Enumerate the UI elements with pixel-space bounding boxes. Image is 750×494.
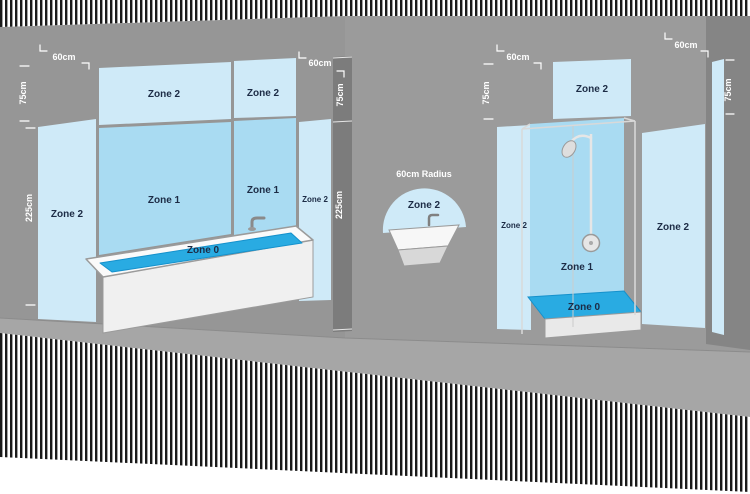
measure-width-shower: 60cm [506, 52, 529, 62]
zone2-panel-right-of-shower [642, 124, 705, 328]
measure-height-225-corner: 225cm [334, 191, 344, 219]
measure-tick-shower [483, 44, 542, 120]
zone2-sink-radius [382, 188, 466, 233]
corner-strip [333, 56, 352, 332]
measure-width-bath-left: 60cm [52, 52, 75, 62]
shower-valve-knob [589, 241, 593, 245]
measure-width-right: 60cm [674, 40, 697, 50]
zone2-panel-side-wall [712, 59, 724, 335]
zone2-panel-above-bath-right [234, 58, 296, 118]
zone-label-shower-tray: Zone 0 [568, 302, 601, 313]
measure-tick-bath-right [298, 51, 345, 78]
measure-height-75-left: 75cm [18, 81, 28, 104]
zone1-panel-above-bath-right [234, 118, 296, 236]
sink [388, 213, 460, 267]
zone-label-shower-interior: Zone 1 [561, 262, 594, 273]
zone-label-above-bath-right: Zone 2 [247, 88, 280, 99]
zone-label-right-of-shower: Zone 2 [657, 222, 690, 233]
zone-label-left-of-shower: Zone 2 [501, 221, 527, 230]
measure-height-75-shower: 75cm [481, 81, 491, 104]
zone-label-left-of-bath: Zone 2 [51, 209, 84, 220]
measure-sink-radius: 60cm Radius [396, 169, 452, 179]
measure-height-75-right: 75cm [723, 78, 733, 101]
sink-tap [427, 213, 440, 227]
bath-tap-base [248, 227, 256, 231]
shower-tray-front [544, 311, 642, 339]
top-hatch-band [0, 0, 750, 27]
bathtub [85, 216, 314, 334]
floor [0, 318, 750, 417]
zone-label-bath-wall-zone1-left: Zone 1 [148, 195, 181, 206]
zone-label-sink-radius: Zone 2 [408, 200, 441, 211]
sink-front [397, 245, 449, 267]
zone1-panel-above-bath-left [99, 122, 231, 255]
shower-glass-frame [521, 117, 636, 334]
shower-head [561, 140, 577, 158]
shower-enclosure [521, 117, 636, 334]
zone-label-bath-wall-zone1-right: Zone 1 [247, 185, 280, 196]
measure-tick-left-heights [19, 65, 36, 306]
zone2-panel-above-bath-left [99, 62, 231, 125]
measure-height-75-corner: 75cm [335, 83, 345, 106]
zone-label-right-of-bath: Zone 2 [302, 195, 328, 204]
zone2-panel-left-of-bath [38, 119, 96, 322]
zone1-panel-shower [530, 118, 624, 301]
zone-label-above-bath-left: Zone 2 [148, 89, 181, 100]
measure-tick-bath-left [39, 44, 90, 70]
zone0-bath-water [99, 232, 303, 273]
zone-label-bath-water: Zone 0 [187, 245, 220, 256]
corner-strip-ticks [332, 56, 353, 331]
bottom-hatch-band [0, 333, 750, 492]
zone-label-above-shower: Zone 2 [576, 84, 609, 95]
measure-tick-right [664, 32, 735, 115]
measure-width-bath-right: 60cm [308, 58, 331, 68]
measure-height-225-left: 225cm [24, 194, 34, 222]
bath-tap [250, 216, 266, 231]
zone2-panel-above-shower [553, 59, 631, 119]
